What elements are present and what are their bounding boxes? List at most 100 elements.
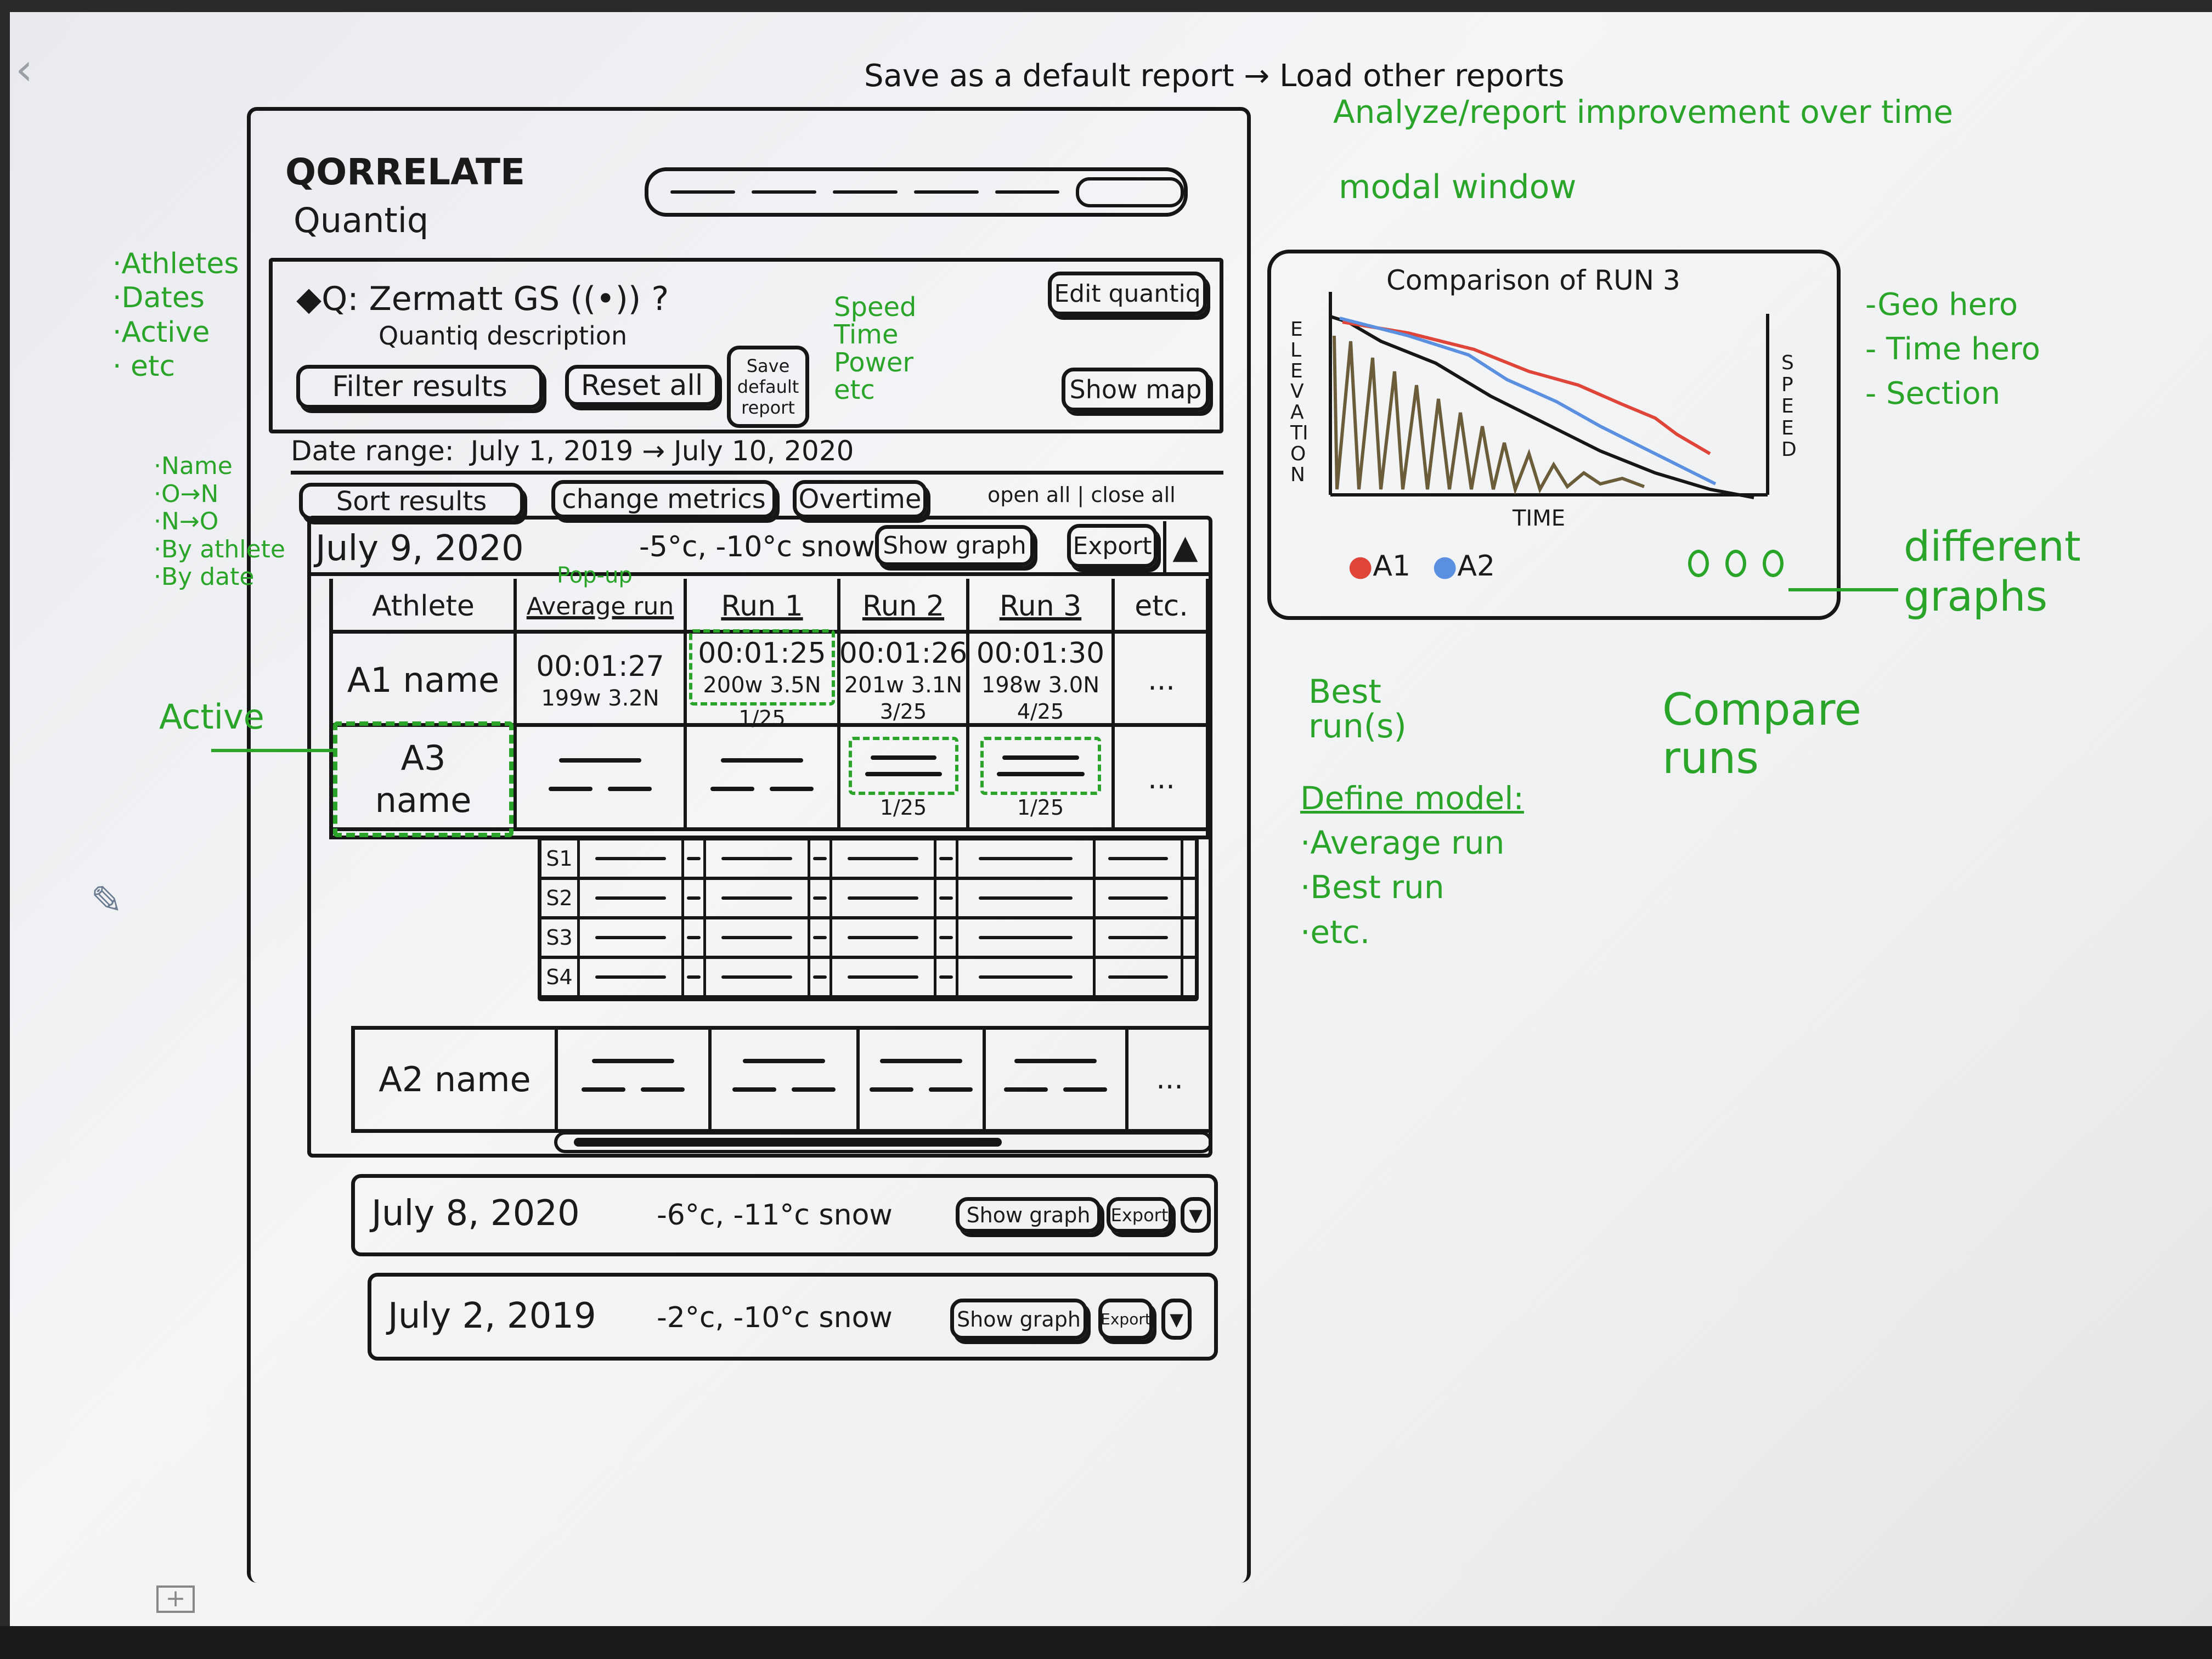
open-all-link[interactable]: open all — [988, 483, 1071, 507]
export-button[interactable]: Export — [1098, 1299, 1153, 1340]
avg-cell[interactable] — [517, 727, 687, 831]
app-window-sketch — [247, 107, 1251, 1583]
section-row[interactable]: S1 — [541, 840, 1195, 880]
placeholder-line — [939, 936, 953, 939]
back-arrow-icon[interactable]: ◆ — [296, 280, 322, 318]
placeholder-line — [687, 936, 701, 939]
stats: 200w 3.5N — [703, 672, 821, 698]
section-row[interactable]: S3 — [541, 919, 1195, 959]
expand-toggle[interactable]: ▼ — [1161, 1299, 1192, 1340]
export-button[interactable]: Export — [1067, 524, 1158, 568]
rank: 3/25 — [879, 699, 927, 724]
close-all-link[interactable]: close all — [1091, 483, 1176, 507]
placeholder-line — [813, 896, 827, 900]
section-row[interactable]: S2 — [541, 880, 1195, 919]
collapse-toggle[interactable]: ▲ — [1163, 521, 1204, 573]
pencil-icon[interactable]: ✎ — [91, 878, 123, 923]
expand-toggle[interactable]: ▼ — [1181, 1197, 1211, 1233]
header-run-3[interactable]: Run 3 — [969, 579, 1115, 634]
active-connector — [211, 749, 337, 752]
show-graph-button[interactable]: Show graph — [950, 1299, 1087, 1340]
day-date: July 8, 2020 — [371, 1193, 580, 1234]
day-group-collapsed[interactable]: July 8, 2020 -6°c, -11°c snow Show graph… — [351, 1174, 1218, 1256]
help-icon[interactable]: ? — [651, 280, 669, 318]
athlete-name-active[interactable]: A3 name — [333, 721, 517, 837]
horizontal-scrollbar[interactable] — [554, 1131, 1212, 1153]
legend-item-a2[interactable]: ●A2 — [1432, 550, 1496, 583]
sort-results-button[interactable]: Sort results — [299, 483, 524, 520]
athlete-name[interactable]: A2 name — [355, 1030, 558, 1129]
table-row-active[interactable]: A3 name 1/25 1/25 ... — [333, 721, 1206, 837]
day-group-collapsed[interactable]: July 2, 2019 -2°c, -10°c snow Show graph… — [368, 1273, 1218, 1361]
scrollbar-thumb[interactable] — [574, 1138, 1002, 1147]
export-button[interactable]: Export — [1107, 1197, 1172, 1233]
run-cell[interactable] — [558, 1030, 712, 1129]
table-row[interactable]: A2 name ... — [351, 1026, 1212, 1133]
run-cell-best[interactable]: 1/25 — [840, 727, 969, 831]
section-value-placeholder — [936, 919, 958, 956]
section-value-placeholder — [580, 959, 684, 995]
run-cell[interactable] — [860, 1030, 986, 1129]
placeholder-line — [939, 975, 953, 979]
section-row[interactable]: S4 — [541, 959, 1195, 998]
more-cell: ... — [1148, 663, 1175, 697]
placeholder-line — [813, 975, 827, 979]
overtime-button[interactable]: Overtime — [793, 480, 927, 518]
placeholder-line — [813, 936, 827, 939]
graph-page-dot[interactable] — [1763, 550, 1784, 577]
run-cell[interactable] — [986, 1030, 1128, 1129]
best-run-highlight — [848, 737, 958, 795]
app-logo: QORRELATE — [285, 151, 526, 193]
save-default-report-button[interactable]: Save default report — [727, 346, 809, 428]
add-page-icon[interactable]: + — [156, 1585, 195, 1613]
change-metrics-button[interactable]: change metrics — [551, 480, 776, 518]
placeholder-line — [939, 896, 953, 900]
legend-item-a1[interactable]: ●A1 — [1348, 550, 1411, 583]
section-value-placeholder — [706, 840, 810, 877]
time: 00:01:25 — [698, 636, 826, 670]
run-cell-best[interactable]: 1/25 — [969, 727, 1115, 831]
back-chevron-icon[interactable]: ‹ — [15, 44, 33, 95]
search-input[interactable] — [645, 167, 1188, 217]
save-report-note: Save as a default report → Load other re… — [864, 58, 1565, 94]
elevation-fill-hatch — [1333, 335, 1645, 495]
section-value-placeholder — [1096, 919, 1183, 956]
analyze-note: Analyze/report improvement over time — [1333, 93, 1954, 131]
header-run-2[interactable]: Run 2 — [840, 579, 969, 634]
modal-title: Comparison of RUN 3 — [1386, 264, 1680, 296]
section-value-placeholder — [958, 880, 1096, 916]
section-label: S3 — [541, 919, 580, 956]
reset-all-button[interactable]: Reset all — [565, 365, 719, 406]
search-button[interactable] — [1076, 177, 1184, 207]
live-icon[interactable]: ((•)) — [570, 280, 641, 318]
show-map-button[interactable]: Show map — [1062, 368, 1210, 411]
date-range-value[interactable]: July 1, 2019 → July 10, 2020 — [470, 435, 854, 467]
more-cell: ... — [1156, 1063, 1183, 1096]
active-highlight: A3 name — [333, 721, 514, 837]
header-run-1[interactable]: Run 1 — [687, 579, 840, 634]
header-athlete[interactable]: Athlete — [333, 579, 517, 634]
header-average-run[interactable]: Average run — [517, 579, 687, 634]
rank: 1/25 — [879, 795, 927, 820]
athlete-name[interactable]: A1 name — [333, 634, 517, 727]
run-cell[interactable] — [687, 727, 840, 831]
section-value-placeholder — [936, 880, 958, 916]
section-value-placeholder — [832, 880, 936, 916]
rank: 1/25 — [1017, 795, 1064, 820]
graph-page-dot[interactable] — [1688, 550, 1709, 577]
filter-results-button[interactable]: Filter results — [296, 365, 543, 409]
results-table: Athlete Average run Run 1 Run 2 Run 3 et… — [329, 579, 1210, 839]
graph-page-dot[interactable] — [1725, 550, 1746, 577]
placeholder-line — [847, 936, 919, 939]
show-graph-button[interactable]: Show graph — [956, 1197, 1101, 1233]
edit-quantiq-button[interactable]: Edit quantiq — [1048, 272, 1207, 315]
run-cell[interactable] — [712, 1030, 860, 1129]
show-graph-button[interactable]: Show graph — [875, 525, 1034, 566]
different-graphs-note: different graphs — [1904, 522, 2081, 621]
series-line-a2 — [1339, 317, 1717, 486]
